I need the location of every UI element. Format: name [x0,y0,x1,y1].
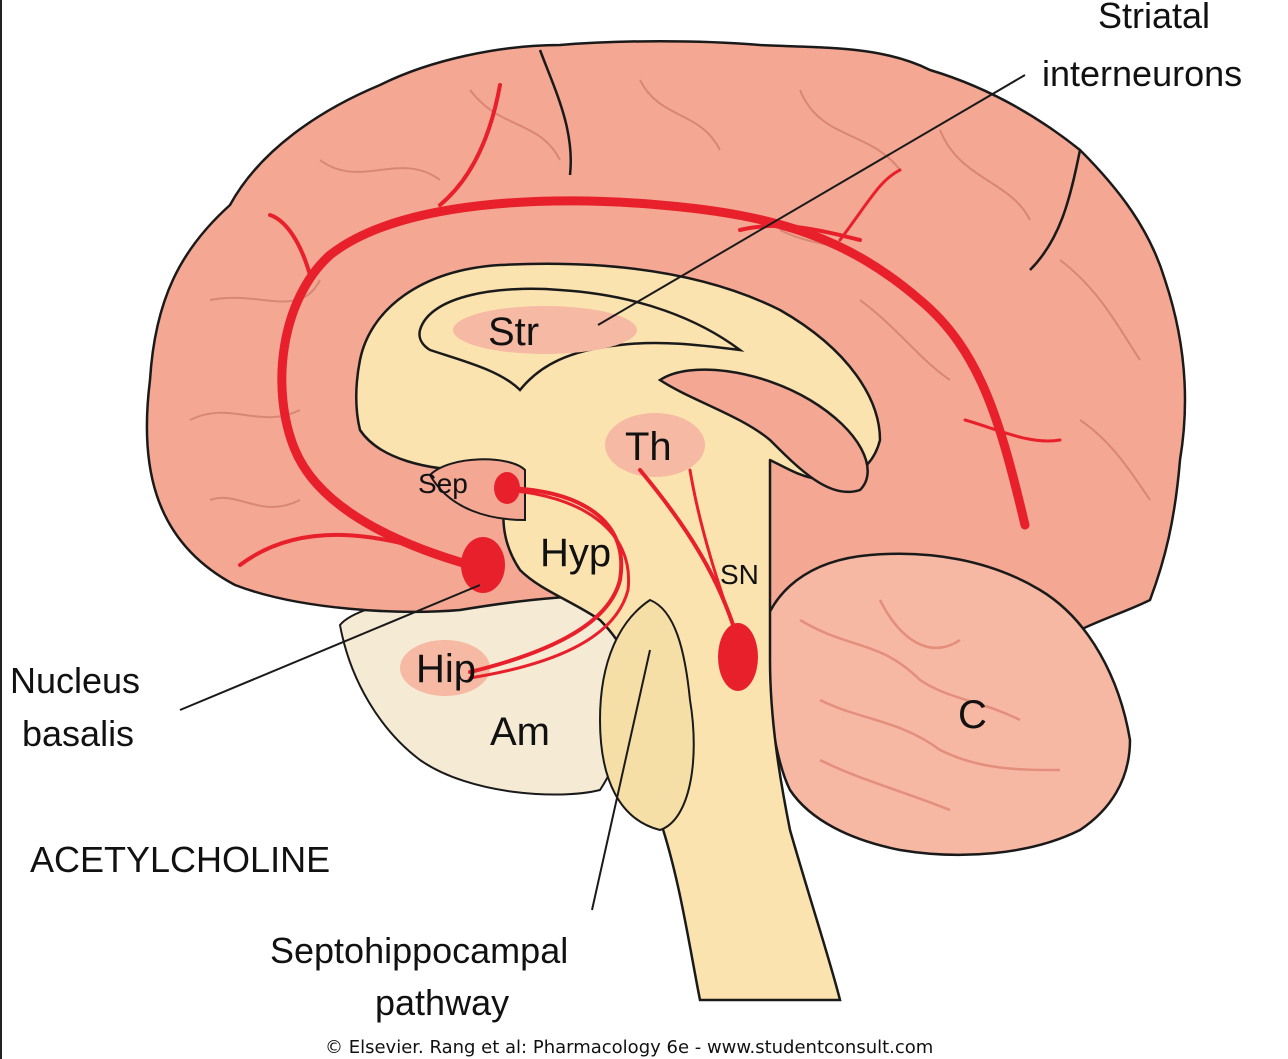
label-sn: SN [720,559,759,590]
label-hip: Hip [416,647,476,691]
label-th: Th [625,425,672,469]
label-hyp: Hyp [540,531,611,575]
copyright-credit: © Elsevier. Rang et al: Pharmacology 6e … [325,1037,933,1058]
str-region [453,306,637,354]
label-am: Am [490,710,550,754]
sn-nucleus-blob [718,623,758,691]
sep-nucleus-blob [494,472,520,504]
label-pathway-line1: Septohippocampal [270,930,568,971]
label-nucleus-line1: Nucleus [10,660,140,701]
label-c: C [958,693,987,737]
label-sep: Sep [418,468,468,499]
nucleus-basalis-blob [461,537,505,593]
label-str: Str [488,310,539,354]
label-pathway-line2: pathway [375,982,509,1023]
label-striatal-line2: interneurons [1042,53,1242,94]
label-nucleus-line2: basalis [22,713,134,754]
diagram-title: ACETYLCHOLINE [30,839,330,880]
label-striatal-line1: Striatal [1098,0,1210,36]
